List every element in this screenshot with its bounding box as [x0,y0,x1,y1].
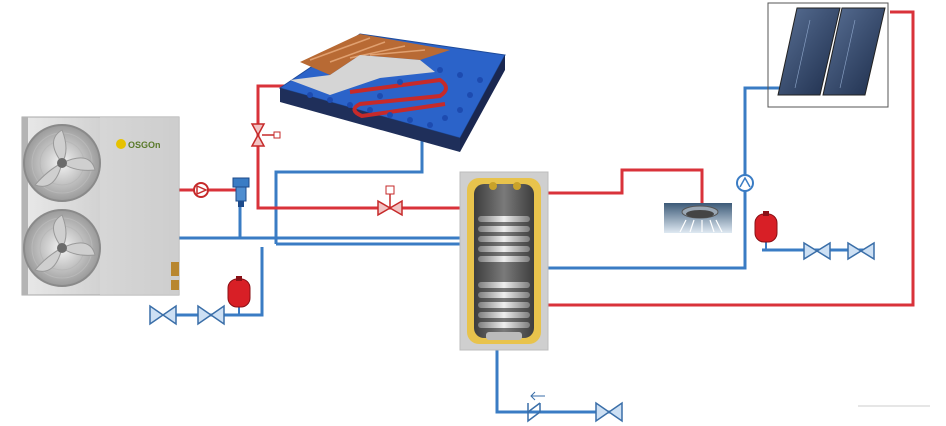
brand-logo: OSGOn [116,139,161,150]
solar-panel-icon [767,2,889,108]
lower-heat-exchanger-coil [478,282,530,328]
hot-water-storage-tank [459,171,549,351]
pump-icon [736,174,754,192]
fan-icon [23,209,101,287]
zone-valve-icon [377,185,403,217]
valve-icon [595,401,623,423]
pump-icon [193,182,209,198]
shower-head-icon [664,203,732,233]
valve-icon [847,241,875,261]
brand-label: OSGOn [128,140,161,150]
valve-icon [149,304,177,326]
three-way-valve-icon [250,123,281,147]
expansion-vessel-icon [754,211,778,250]
valve-icon [803,241,831,261]
valve-icon [197,304,225,326]
heat-pump-unit: OSGOn [21,116,180,296]
expansion-vessel-icon [227,276,251,315]
upper-heat-exchanger-coil [478,216,530,262]
dirt-separator-icon [232,177,250,207]
fan-icon [23,124,101,202]
underfloor-heating-cutaway [278,33,506,152]
check-valve-icon [527,391,545,423]
